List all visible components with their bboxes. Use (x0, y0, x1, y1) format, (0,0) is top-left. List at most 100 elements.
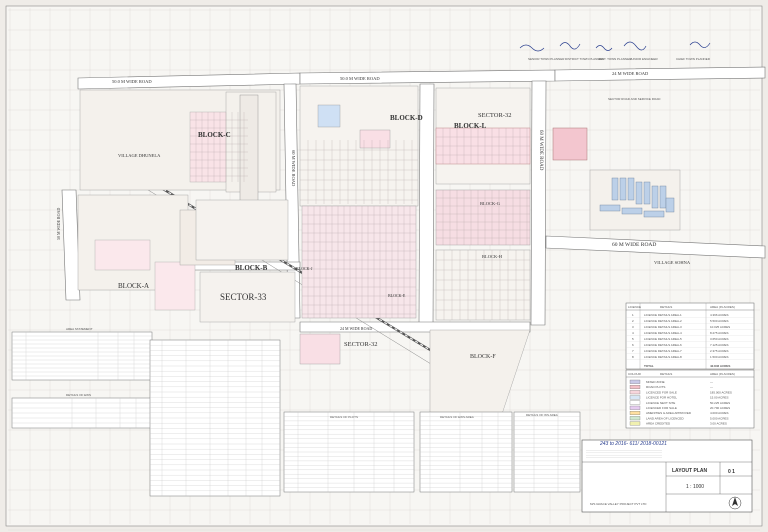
licence-legend-row-desc: LICENCE DETAILS AREA-8 (644, 355, 682, 359)
colour-legend-row-desc: LICENCED FOR SALE (646, 390, 677, 394)
colour-legend-row-desc: LAND AREA OF LICENCED (646, 416, 685, 420)
approval-sig-5: CHIEF TOWN PLANNER (676, 57, 711, 61)
sector-label-32-top: SECTOR-32 (478, 112, 511, 119)
colour-legend-row-area: 20.790 ACRES (710, 406, 730, 410)
licence-legend-row-desc: LICENCE DETAILS AREA-2 (644, 319, 682, 323)
block-g-area (435, 189, 531, 246)
approval-sig-4: JUNIOR ENGINEER (630, 57, 659, 61)
colour-swatch (629, 405, 641, 410)
colour-legend-row-area: 50.225 ACRES (710, 401, 730, 405)
colour-legend-row-desc: AREA CREDITED (646, 422, 671, 426)
village-label-dhunela: VILLAGE DHUNELA (118, 153, 161, 158)
right-plot-cluster (589, 169, 681, 231)
approval-sig-1: SENIOR TOWN PLANNER (528, 57, 565, 61)
notes-text: SECTOR ROAD AND SERVICE ROAD (608, 97, 661, 101)
drawing-title: LAYOUT PLAN (672, 468, 707, 474)
colour-legend-table: COLOUR DETAILS AREA (IN ACRES) MIXED ZON… (625, 369, 755, 429)
licence-legend-row-area: 5.500 ACRES (710, 319, 729, 323)
licence-legend-row-desc: LICENCE DETAILS AREA-5 (644, 337, 682, 341)
colour-swatch (629, 411, 641, 415)
title-block: 243 to 2016- 611/ 2018-00121 LAYOUT PLAN… (581, 439, 753, 513)
licence-legend-row-area: 3.650 ACRES (710, 337, 729, 341)
colour-legend-row-desc: ROAD PLOTS (646, 385, 665, 389)
colour-swatch (629, 421, 641, 426)
licence-legend-row-area: 1.500 ACRES (710, 355, 729, 359)
road-label-mid-top: 50.0 M WIDE ROAD (340, 76, 380, 81)
licence-legend-row-no: 7 (632, 349, 634, 353)
block-label-f: BLOCK-F (470, 354, 496, 360)
details-ews-title: DETAILS OF EWS (66, 393, 91, 397)
approval-sig-3: ASST. TOWN PLANNER (598, 57, 632, 61)
block-label-d: BLOCK-D (390, 114, 423, 122)
plot-schedule-table (149, 339, 281, 497)
sector-label-32-bottom: SECTOR-32 (344, 341, 377, 348)
licence-legend-row-no: 8 (632, 355, 634, 359)
block-label-a: BLOCK-A (118, 282, 149, 290)
details-ws-area-table: DETAILS OF WS AREA (513, 411, 581, 493)
block-h-area (435, 249, 531, 321)
colour-legend-row-desc: LICENCE FOR HOTEL (646, 396, 677, 400)
block-label-b: BLOCK-B (235, 264, 268, 272)
licence-legend-row-area: 10.025 ACRES (710, 325, 730, 329)
area-statement-table: AREA STATEMENT (11, 327, 153, 381)
licence-legend-row-area: 7.125 ACRES (710, 343, 729, 347)
block-c-area (79, 89, 281, 206)
colour-legend-header-2: DETAILS (660, 372, 672, 376)
colour-swatch (629, 390, 641, 395)
colour-swatch (629, 416, 641, 421)
licence-legend-header-1: LICENCE (628, 305, 641, 309)
road-label-left-vertical: 50 M WIDE ROAD (56, 208, 61, 240)
licence-legend-row-no: 5 (632, 337, 634, 341)
drawing-scale: 1 : 1000 (686, 484, 704, 490)
details-of-plots-table: DETAILS OF PLOTS (283, 411, 415, 493)
colour-legend-row-desc: LICENCED FOR SALE (646, 406, 677, 410)
licence-legend-row-area: 2.375 ACRES (710, 349, 729, 353)
area-statement-title: AREA STATEMENT (66, 327, 93, 331)
block-label-j: BLOCK-J (296, 266, 313, 271)
colour-legend-row-desc: MIXED ZONE (646, 380, 665, 384)
licence-legend-row-desc: LICENCE DETAILS AREA-6 (644, 343, 682, 347)
drawing-number: 0 1 (728, 469, 735, 475)
colour-legend-row-area: — (710, 385, 713, 389)
licence-legend-row-no: 3 (632, 325, 634, 329)
block-d-area (299, 85, 419, 207)
licence-legend-row-no: 4 (632, 331, 634, 335)
licence-legend-row-desc: LICENCE DETAILS AREA-1 (644, 313, 682, 317)
licence-legend-row-no: 6 (632, 343, 634, 347)
colour-legend-header-1: COLOUR (628, 372, 642, 376)
licence-legend-row-desc: LICENCE DETAILS AREA-3 (644, 325, 682, 329)
block-label-h: BLOCK-H (482, 254, 503, 259)
handwritten-note: 243 to 2016- 611/ 2018-00121 (599, 441, 667, 447)
details-ws-area-title: DETAILS OF WS AREA (526, 413, 558, 417)
details-ews-area-title: DETAILS OF EWS AREA (440, 415, 474, 419)
road-label-top: 50.0 M WIDE ROAD (112, 79, 152, 84)
licence-legend-row-no: 2 (632, 319, 634, 323)
colour-legend-row-area: 15.00 ACRES (710, 396, 729, 400)
licence-legend-total-label: TOTAL (644, 364, 654, 368)
licence-legend-header-2: DETAILS (660, 305, 672, 309)
company-name: M/S GRACE VALLEY PROJECT PVT LTD (590, 502, 647, 506)
sector-label-33: SECTOR-33 (220, 292, 267, 302)
road-label-vertical-right: 60 M WIDE ROAD (538, 130, 543, 171)
licence-legend-row-desc: LICENCE DETAILS AREA-4 (644, 331, 682, 335)
road-label-vertical-center: 60 M WIDE ROAD (291, 150, 296, 187)
colour-legend-row-area: — (710, 380, 713, 384)
road-label-right-60m: 60 M WIDE ROAD (612, 242, 656, 248)
block-label-g: BLOCK-G (480, 201, 501, 206)
licence-legend-row-area: 8.275 ACRES (710, 331, 729, 335)
road-label-24m-top: 24 M WIDE ROAD (612, 71, 649, 76)
details-ews-area-table: DETAILS OF EWS AREA (419, 411, 513, 493)
block-e-area (301, 205, 417, 319)
sector-33-area (199, 271, 296, 323)
road-network (61, 66, 766, 333)
colour-legend-row-desc: LICENCE NEXT SITE (646, 401, 675, 405)
colour-legend-row-area: 185.000 ACRES (710, 390, 732, 394)
licence-legend-row-no: 1 (632, 313, 634, 317)
block-f-area (299, 329, 531, 421)
colour-legend-row-area: 3.00 ACRES (710, 422, 727, 426)
block-l-area (435, 87, 588, 185)
approval-sig-2: DISTRICT TOWN PLANNER (565, 57, 605, 61)
block-label-l: BLOCK-L (454, 122, 487, 130)
road-label-24m-bottom: 24 M WIDE ROAD (340, 326, 372, 331)
